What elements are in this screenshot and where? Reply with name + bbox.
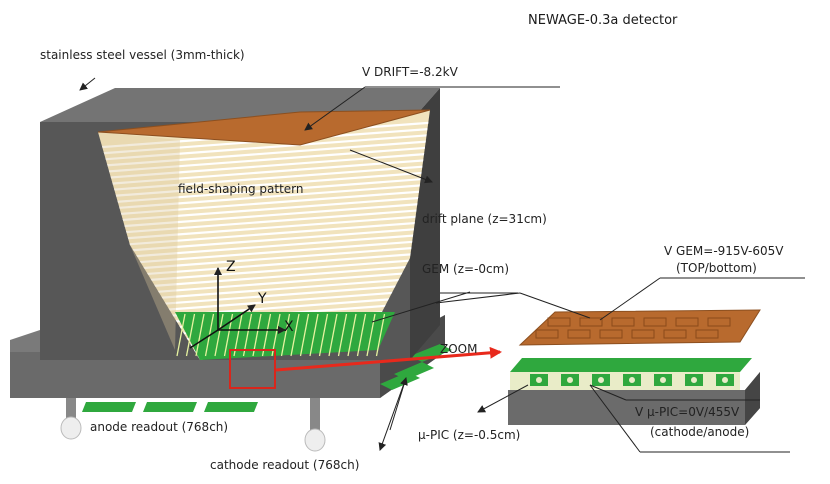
drift-voltage-label: V DRIFT=-8.2kV — [362, 65, 458, 79]
anode-readout-label: anode readout (768ch) — [90, 420, 229, 434]
coordinate-axes — [189, 267, 286, 349]
callout-lines — [79, 77, 805, 453]
zoom-arrow — [275, 346, 502, 372]
z-axis-label: Z — [226, 259, 236, 275]
drift-plane-label: drift plane (z=31cm) — [422, 212, 547, 226]
x-axis-label: X — [284, 319, 294, 335]
support-feet — [60, 398, 326, 452]
gem-foil — [518, 309, 761, 346]
gem-voltage-label: V GEM=-915V-605V — [664, 244, 784, 258]
upic-voltage-sublabel: (cathode/anode) — [650, 425, 750, 439]
vessel-label: stainless steel vessel (3mm-thick) — [40, 48, 245, 62]
anode-readout-boards — [82, 402, 258, 412]
upic-pixels — [530, 374, 734, 386]
gem-voltage-sublabel: (TOP/bottom) — [676, 261, 757, 275]
cathode-readout-label: cathode readout (768ch) — [210, 458, 360, 472]
upic-voltage-label: V μ-PIC=0V/455V — [635, 405, 740, 419]
upic-position-label: μ-PIC (z=-0.5cm) — [418, 428, 521, 442]
field-shaping-label: field-shaping pattern — [178, 182, 304, 196]
y-axis-label: Y — [258, 291, 267, 307]
zoom-box — [229, 349, 276, 389]
zoom-label: ZOOM — [440, 342, 478, 356]
upic-area — [175, 312, 395, 360]
upic-board — [510, 358, 752, 372]
zoom-module — [508, 309, 761, 425]
diagram-title: NEWAGE-0.3a detector — [528, 13, 678, 28]
drift-plane — [97, 109, 431, 146]
gem-position-label: GEM (z=-0cm) — [422, 262, 510, 276]
